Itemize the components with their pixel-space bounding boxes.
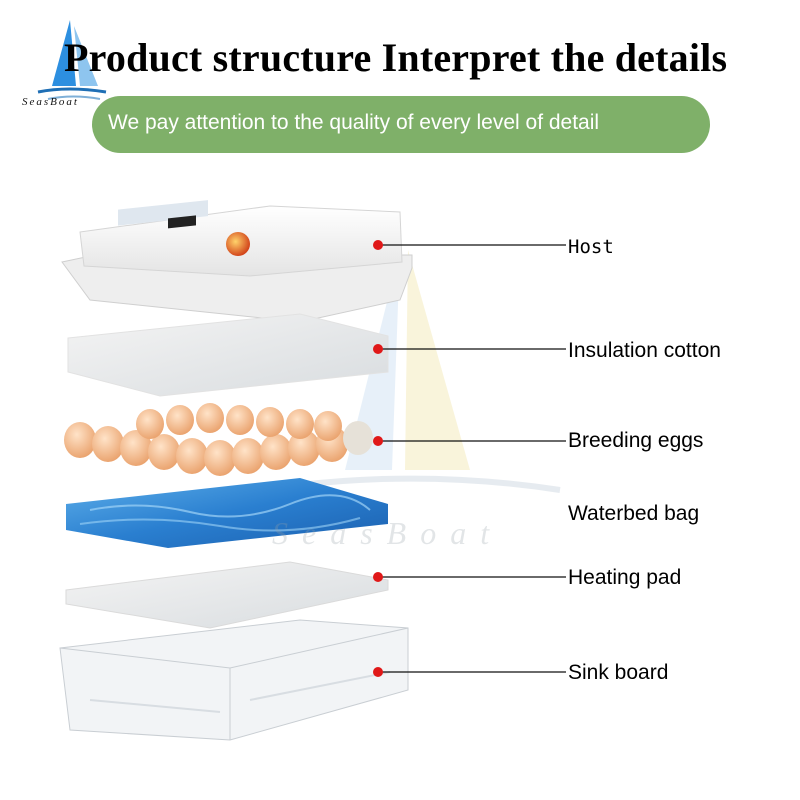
heating-pad-pointer-dot xyxy=(373,572,383,582)
heating-pad-layer xyxy=(66,562,388,628)
host-pointer-dot xyxy=(373,240,383,250)
host-label: Host xyxy=(568,236,614,258)
seasboat-watermark-text: SeasBoat xyxy=(272,515,503,552)
breeding-eggs-pointer-dot xyxy=(373,436,383,446)
heating-pad-label: Heating pad xyxy=(568,566,681,590)
insulation-cotton-layer xyxy=(68,314,388,396)
insulation-cotton-label: Insulation cotton xyxy=(568,339,721,363)
sink-board-label: Sink board xyxy=(568,661,668,685)
sink-board-layer xyxy=(60,620,408,740)
waterbed-bag-label: Waterbed bag xyxy=(568,502,699,526)
host-knob xyxy=(226,232,250,256)
host-layer xyxy=(62,200,412,322)
breeding-eggs-label: Breeding eggs xyxy=(568,429,703,453)
insulation-cotton-pointer-dot xyxy=(373,344,383,354)
breeding-eggs-layer xyxy=(64,403,373,476)
sink-board-pointer-dot xyxy=(373,667,383,677)
leader-lines xyxy=(378,245,566,672)
